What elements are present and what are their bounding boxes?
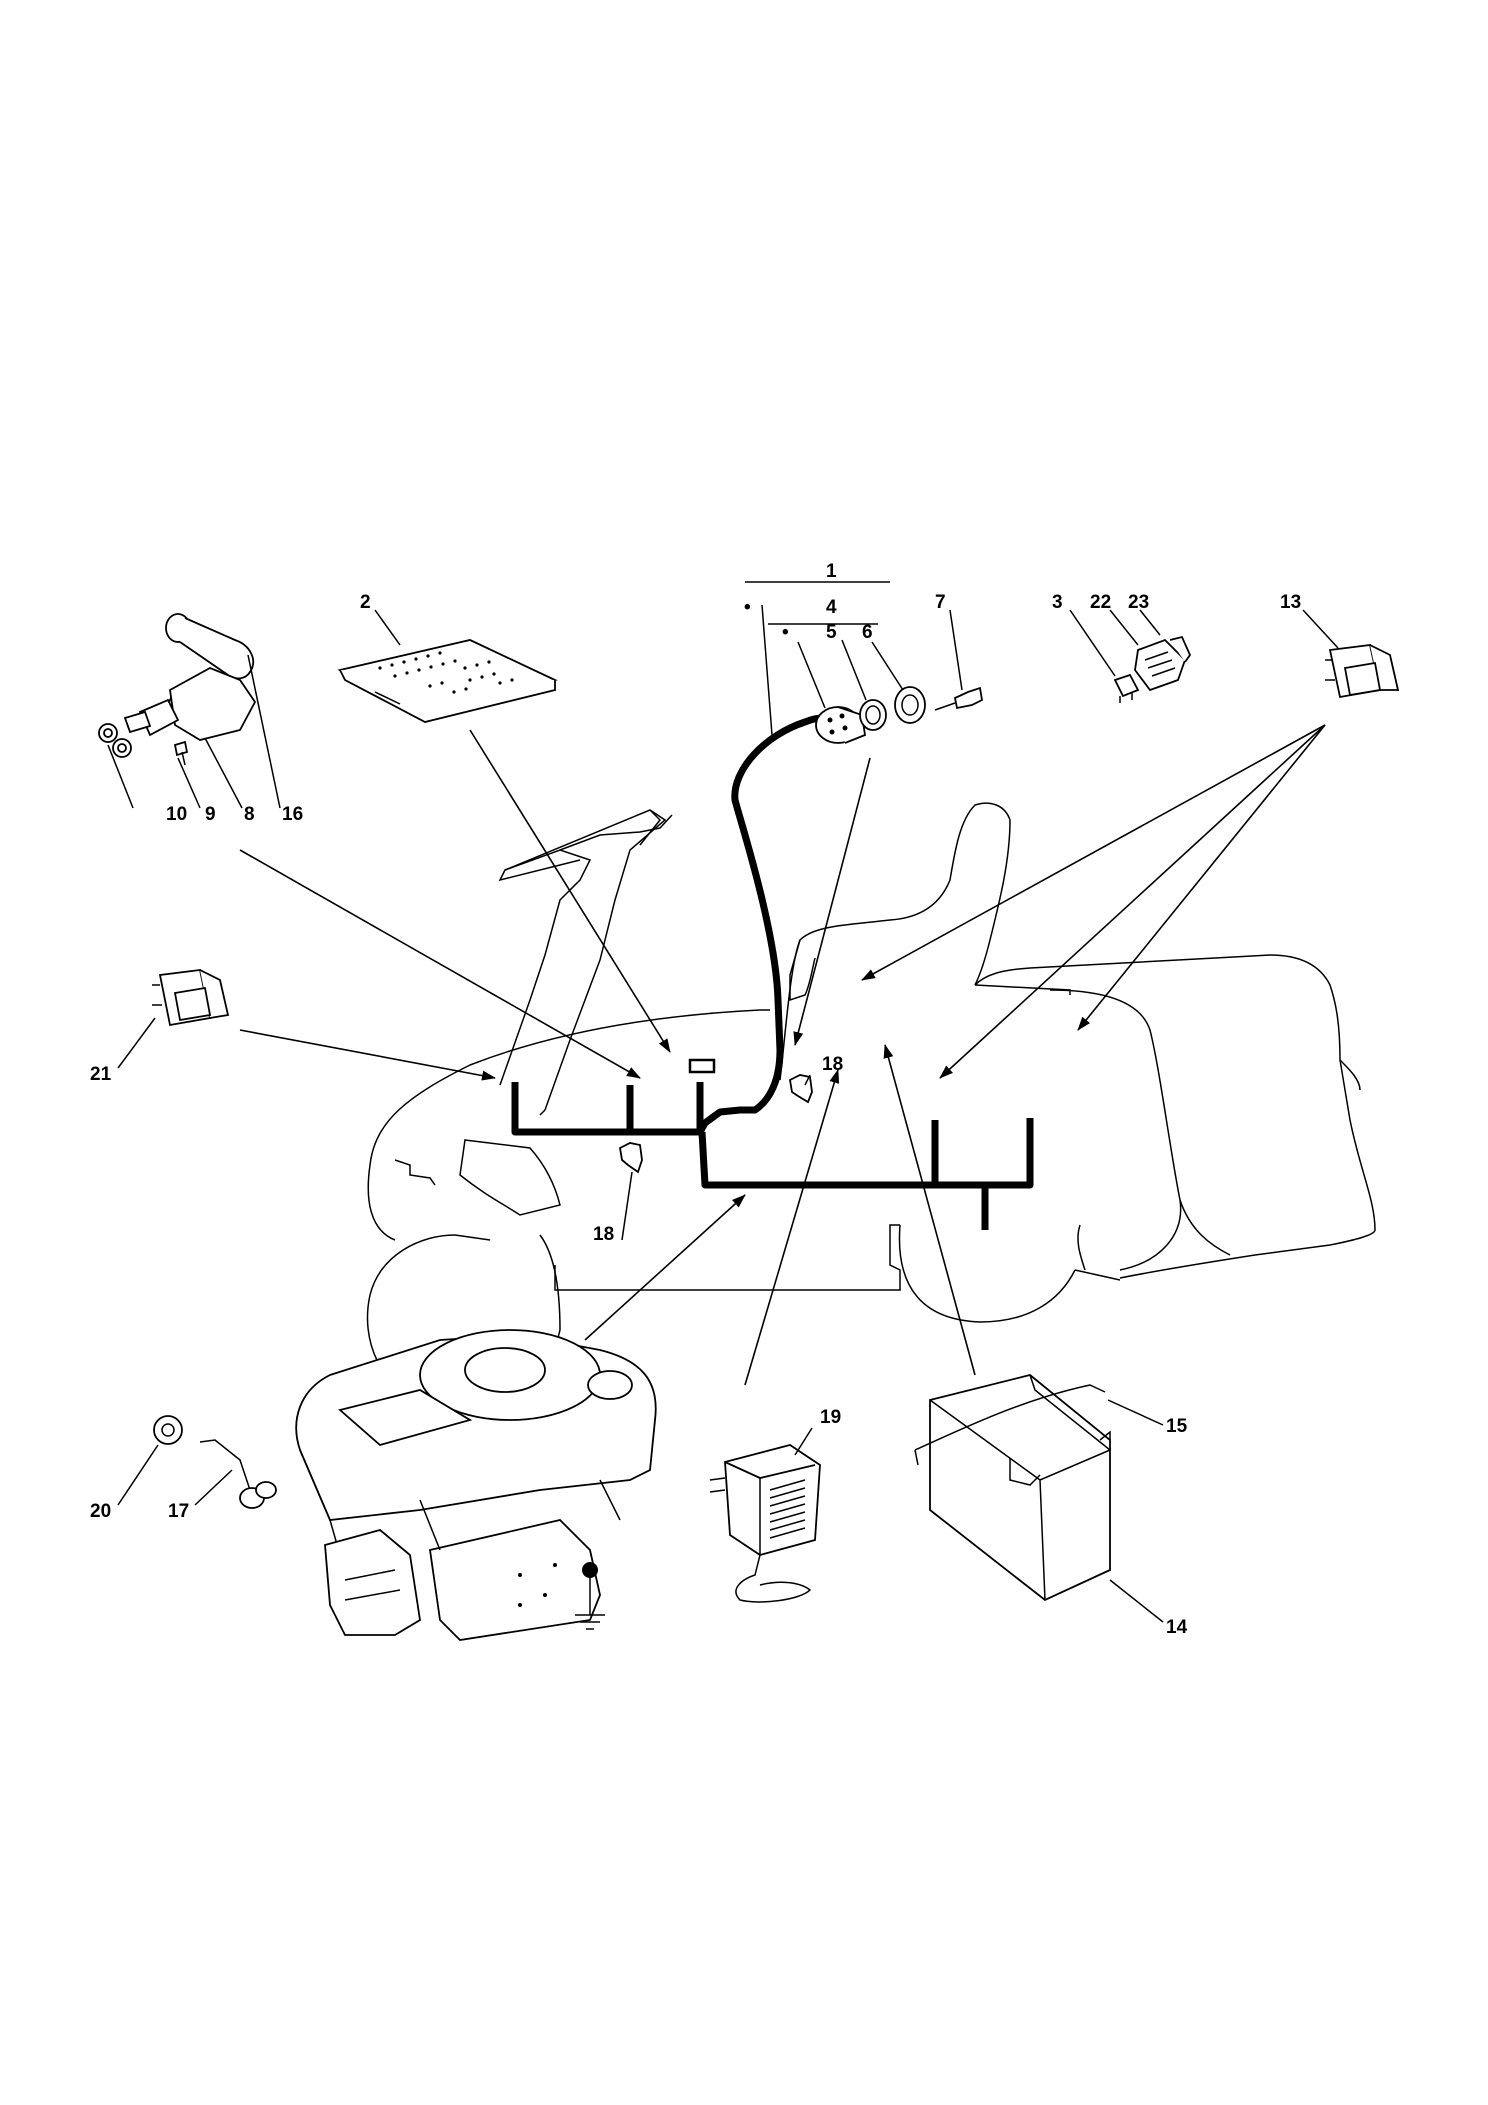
callout-1: 1 [826,561,837,582]
callout-5: 5 [826,622,837,643]
callout-2: 2 [360,592,371,613]
callout-3: 3 [1052,592,1063,613]
rocker-switch-21-part [152,969,230,1027]
callout-19: 19 [820,1407,841,1428]
tractor-outline [366,802,1376,1410]
wiring-harness [511,714,1034,1230]
callout-10: 10 [166,804,187,825]
battery-part [929,1374,1111,1602]
callout-16: 16 [282,804,303,825]
callout-18-right: 18 [822,1054,843,1075]
engine-part [295,1329,657,1641]
callout-14: 14 [1166,1617,1188,1638]
callout-13: 13 [1280,592,1301,613]
rocker-switch-13-part [1325,644,1400,699]
relay-part [1134,635,1192,692]
battery-charger-part [709,1444,821,1603]
callout-23: 23 [1128,592,1149,613]
solenoid-assembly-part [98,613,257,766]
ignition-switch-part [815,686,983,744]
fuse-part [1113,673,1140,703]
callout-8: 8 [244,804,255,825]
washer-part [153,1415,183,1445]
callout-leaders [107,581,1339,1623]
callout-6: 6 [862,622,873,643]
cable-clip-part [619,1074,813,1174]
callout-labels: 1 4 5 6 7 2 3 22 23 13 10 9 8 16 21 18 1… [90,561,1301,1638]
callout-17: 17 [168,1501,189,1522]
callout-22: 22 [1090,592,1111,613]
callout-4: 4 [826,597,837,618]
callout-9: 9 [205,804,216,825]
arrow-leaders [239,724,1326,1386]
circuit-board-part [337,639,558,723]
bullet-1: • [744,597,751,618]
callout-7: 7 [935,592,946,613]
callout-18-left: 18 [593,1224,614,1245]
callout-21: 21 [90,1064,112,1085]
bullet-4: • [782,622,789,643]
vent-tube-part [914,1384,1106,1466]
spark-plug-lead-part [199,1439,277,1509]
callout-15: 15 [1166,1416,1188,1437]
callout-20: 20 [90,1501,111,1522]
